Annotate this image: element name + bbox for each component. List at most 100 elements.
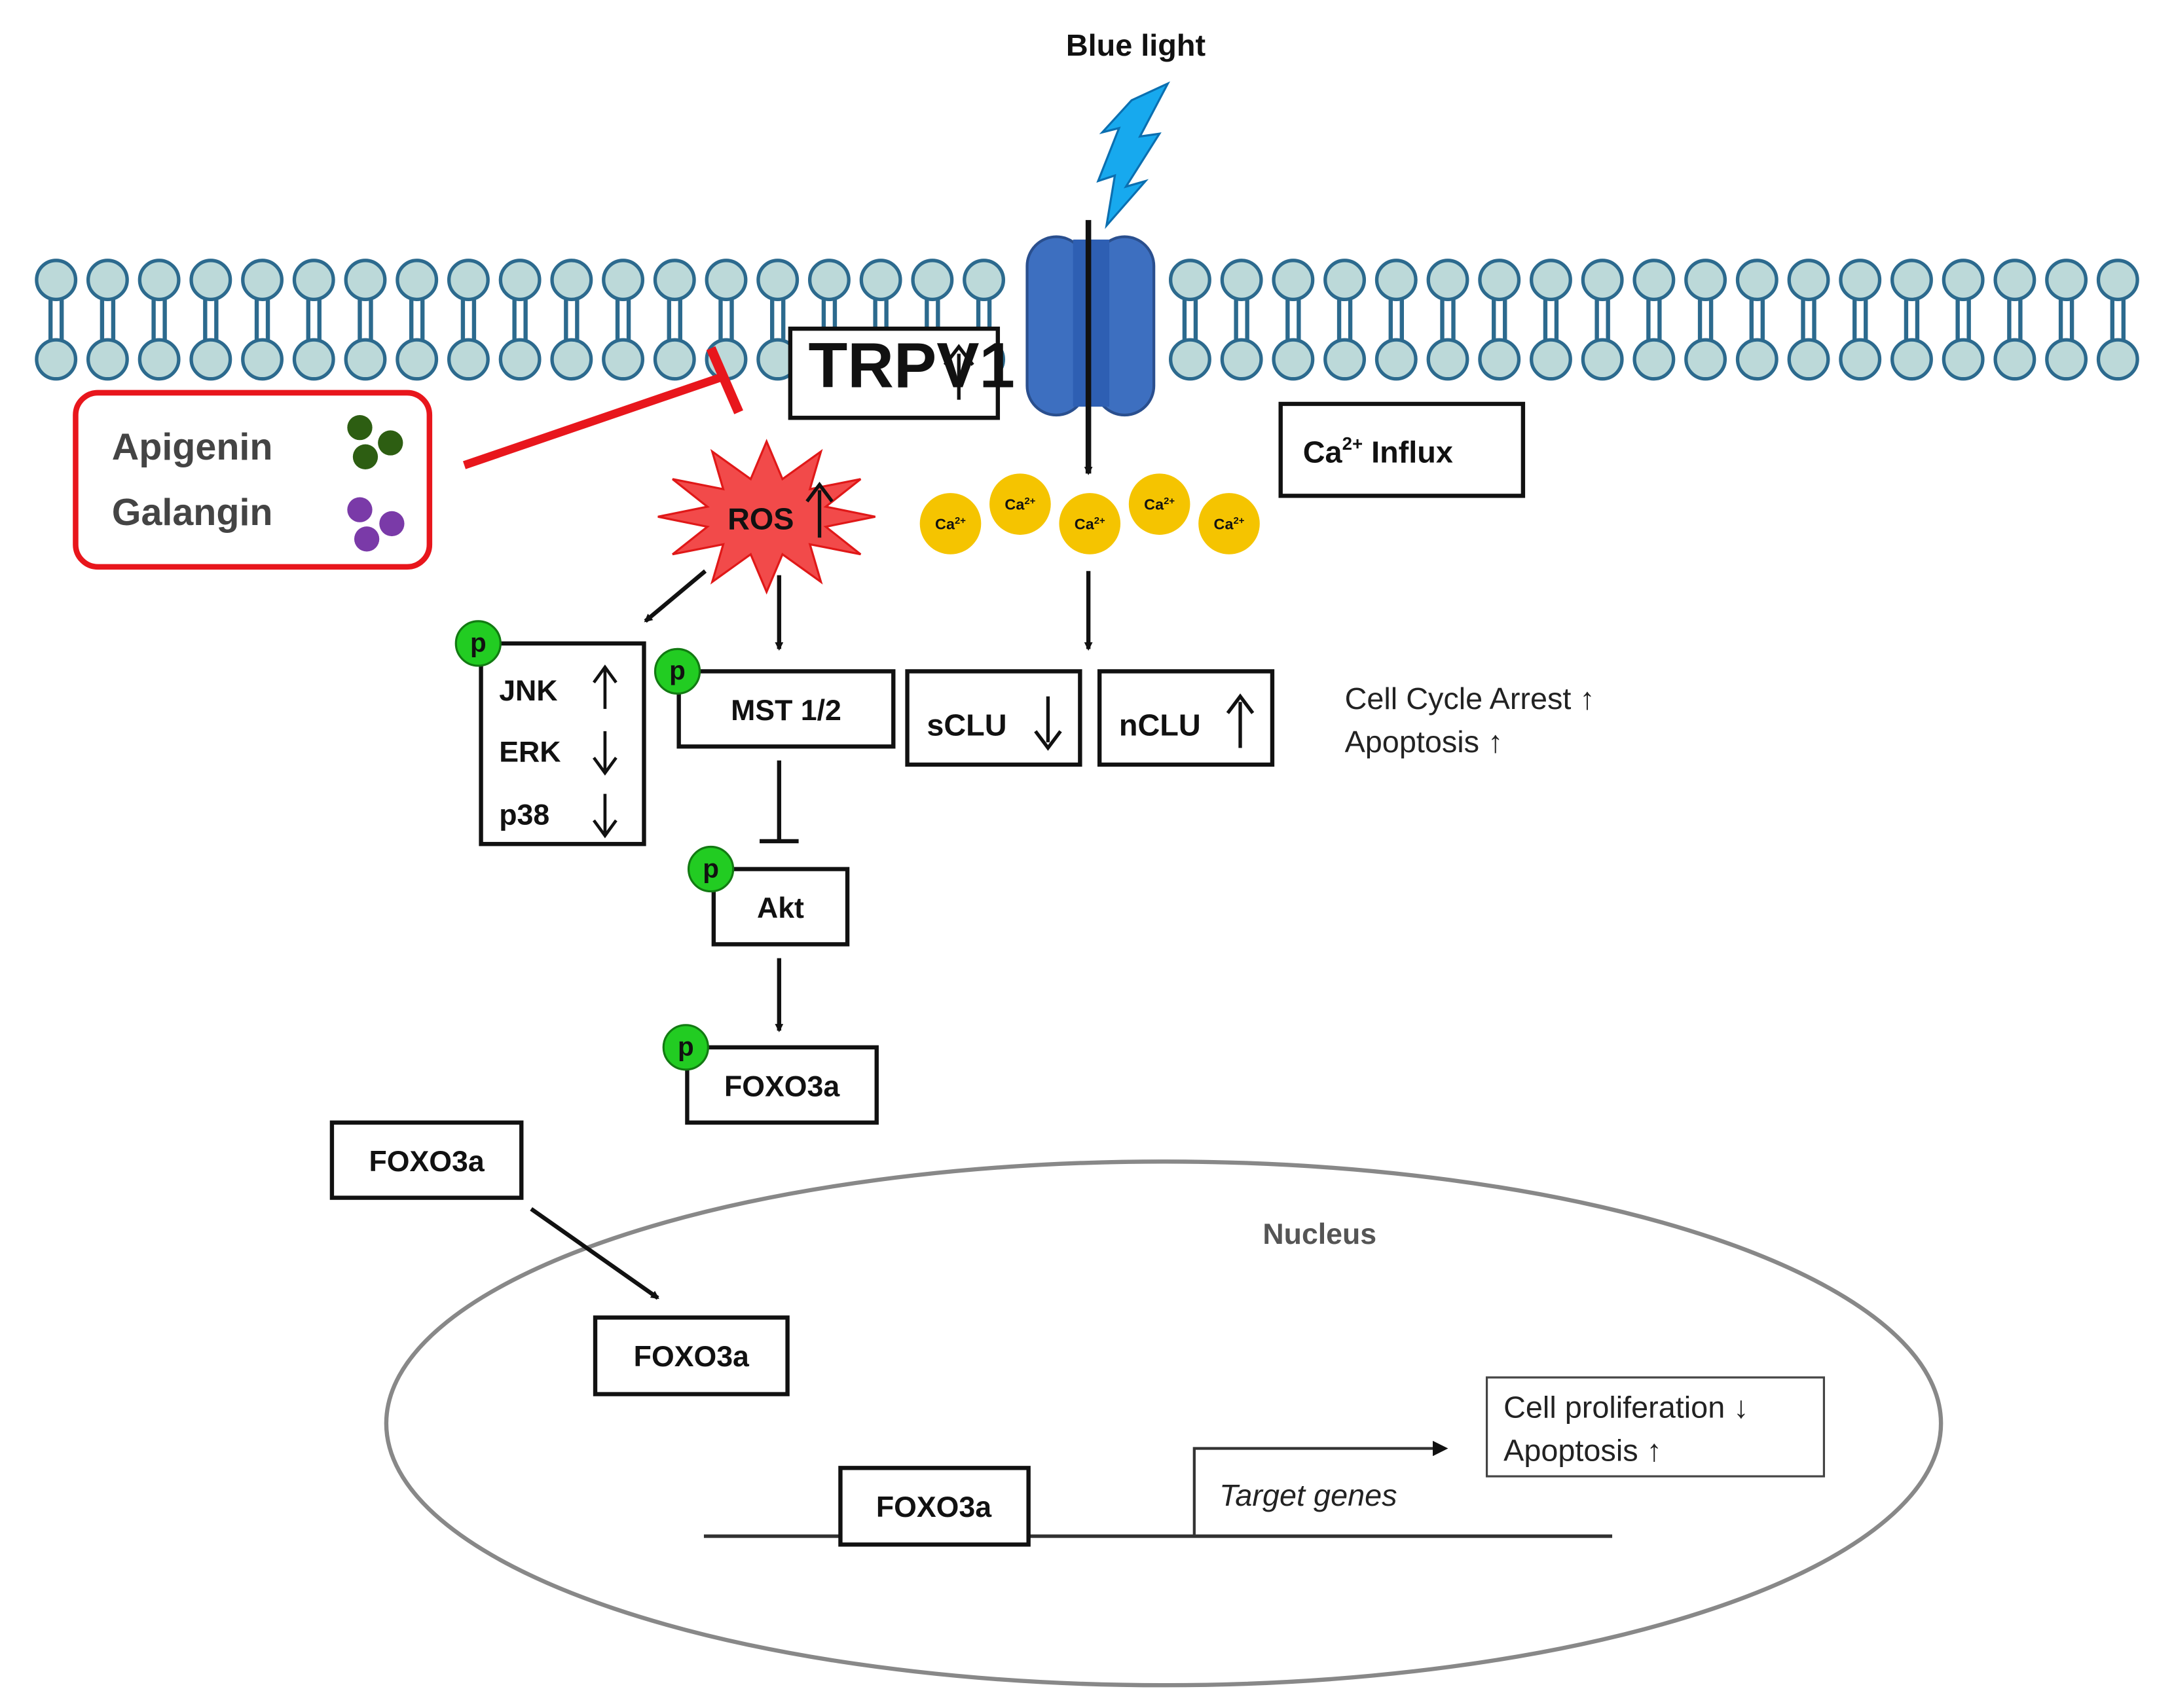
lipid-molecule — [1839, 259, 1882, 381]
nclu-up-arrow-icon — [1226, 693, 1255, 748]
calcium-ion-symbol: Ca — [935, 515, 955, 532]
lipid-molecule — [602, 259, 645, 381]
phospho-tag-icon: p — [687, 845, 735, 893]
phospho-tag-icon: p — [454, 620, 502, 667]
lipid-molecule — [1632, 259, 1676, 381]
lipid-molecule — [1993, 259, 2036, 381]
target-genes-label: Target genes — [1219, 1478, 1397, 1512]
trpv1-label: TRPV1 — [809, 329, 1015, 401]
foxo3a-dna-label: FOXO3a — [876, 1491, 992, 1523]
up-arrow-icon — [592, 664, 617, 709]
calcium-ion-label: Ca2+ — [1075, 515, 1105, 532]
sclu-label: sCLU — [927, 708, 1006, 742]
calcium-ions: Ca2+Ca2+Ca2+Ca2+Ca2+ — [919, 473, 1260, 554]
sclu-down-arrow-icon — [1034, 696, 1062, 751]
ca-influx-box — [1278, 401, 1526, 498]
inhibition-bar — [706, 346, 743, 414]
mst-box — [676, 669, 896, 749]
trpv1-box — [788, 326, 1001, 420]
calcium-ion-label: Ca2+ — [935, 515, 966, 532]
lipid-molecule — [1787, 259, 1830, 381]
calcium-ion-charge: 2+ — [1233, 516, 1244, 526]
lipid-molecule — [1735, 259, 1778, 381]
nuclear-outcome-box — [1485, 1376, 1826, 1478]
ca-influx-suffix: Influx — [1363, 435, 1453, 469]
lipid-molecule — [498, 259, 542, 381]
lipid-molecule — [189, 259, 232, 381]
lipid-molecule — [86, 259, 129, 381]
apigenin-label: Apigenin — [112, 426, 273, 468]
galangin-molecule-icon — [347, 497, 405, 552]
foxo3a-dna-box — [838, 1466, 1031, 1547]
phospho-tag-icon: p — [654, 647, 701, 695]
lipid-molecule — [1374, 259, 1418, 381]
ca-influx-label: Ca2+ Influx — [1303, 433, 1453, 469]
akt-label: Akt — [757, 892, 804, 924]
nclu-label: nCLU — [1119, 708, 1201, 742]
mapk-box — [479, 641, 646, 846]
calcium-ion-label: Ca2+ — [1214, 515, 1245, 532]
lipid-molecule — [2045, 259, 2088, 381]
down-arrow-icon — [592, 731, 617, 776]
lipid-molecule — [1426, 259, 1469, 381]
calcium-ion-charge: 2+ — [1024, 496, 1035, 507]
lightning-icon — [1096, 81, 1170, 229]
phospho-tag-label: p — [703, 853, 719, 883]
calcium-ion-symbol: Ca — [1144, 496, 1164, 513]
inhibition-line — [462, 372, 726, 469]
erk-label: ERK — [499, 736, 561, 769]
foxo3a-cytoplasm-box — [329, 1120, 524, 1200]
lipid-molecule — [1529, 259, 1572, 381]
ros-to-mapk-arrow — [644, 569, 707, 623]
pfoxo3a-label: FOXO3a — [724, 1070, 840, 1102]
foxo3a-nuclear-label: FOXO3a — [634, 1341, 750, 1373]
nucleus-outline — [384, 1159, 1944, 1688]
ca-influx-ion: Ca — [1303, 435, 1343, 469]
cell-proliferation-text: Cell proliferation ↓ — [1503, 1390, 1749, 1425]
calcium-ion-symbol: Ca — [1004, 496, 1025, 513]
lipid-molecule — [447, 259, 490, 381]
lipid-molecule — [1478, 259, 1521, 381]
nucleus-label: Nucleus — [1262, 1218, 1376, 1250]
lipid-molecule — [1272, 259, 1315, 381]
phosphorylation-tags: p p p p — [454, 620, 735, 1071]
lipid-molecule — [344, 259, 387, 381]
calcium-ion-label: Ca2+ — [1144, 496, 1175, 513]
apoptosis-cytoplasm-text: Apoptosis ↑ — [1345, 725, 1503, 759]
lipid-molecule — [241, 259, 284, 381]
sclu-box — [905, 669, 1082, 767]
lipid-molecule — [1220, 259, 1263, 381]
apigenin-molecule-icon — [347, 414, 403, 469]
lipid-molecule — [1942, 259, 1985, 381]
calcium-ion-symbol: Ca — [1075, 515, 1095, 532]
calcium-ion-charge: 2+ — [1164, 496, 1175, 507]
calcium-ion-icon: Ca2+ — [1128, 473, 1190, 535]
lipid-molecule — [653, 259, 696, 381]
lipid-molecule — [1890, 259, 1933, 381]
phospho-tag-label: p — [678, 1032, 694, 1062]
trpv1-up-arrow-icon — [943, 344, 974, 400]
lipid-molecule — [292, 259, 335, 381]
calcium-ion-icon: Ca2+ — [989, 473, 1051, 535]
phospho-tag-label: p — [669, 655, 686, 685]
lipid-molecule — [1323, 259, 1367, 381]
calcium-ion-icon: Ca2+ — [1059, 493, 1121, 554]
calcium-ion-symbol: Ca — [1214, 515, 1234, 532]
ros-burst-icon — [657, 439, 875, 595]
mapk-direction-arrows — [592, 664, 617, 839]
down-arrow-icon — [592, 793, 617, 839]
phospho-tag-label: p — [470, 628, 487, 658]
pfoxo3a-box — [685, 1045, 879, 1125]
foxo3a-nuclear-box — [593, 1315, 790, 1396]
ros-up-arrow-icon — [805, 481, 834, 538]
transcription-arrow — [1192, 1440, 1448, 1536]
p38-label: p38 — [499, 799, 549, 831]
blue-light-label: Blue light — [1066, 28, 1206, 62]
foxo3a-cytoplasm-label: FOXO3a — [369, 1146, 485, 1178]
akt-box — [711, 867, 850, 947]
lipid-molecule — [1581, 259, 1624, 381]
phospho-tag-icon: p — [662, 1024, 709, 1071]
lipid-molecule — [550, 259, 593, 381]
foxo3a-translocation-arrow — [530, 1207, 659, 1300]
